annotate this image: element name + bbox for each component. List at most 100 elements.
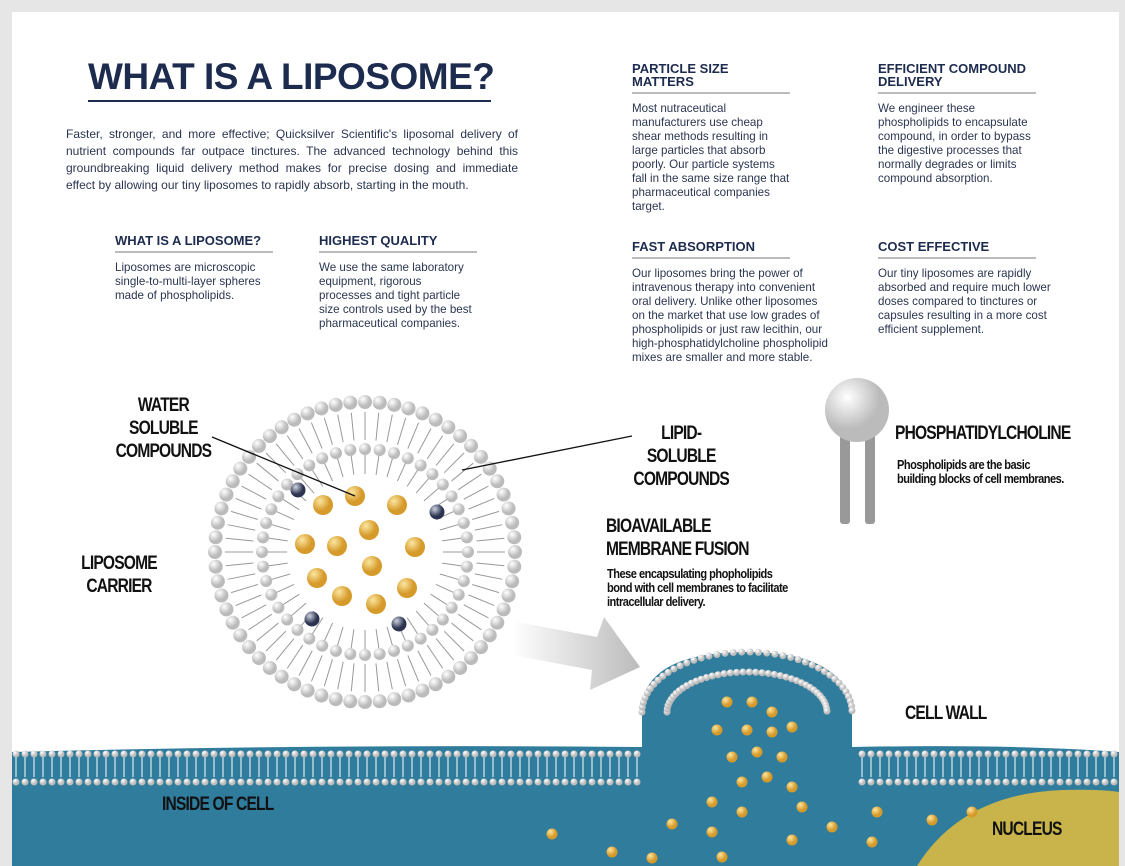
lipid-tail	[273, 510, 295, 521]
water-soluble-compound	[362, 556, 382, 576]
phospholipid-head	[417, 750, 425, 758]
phospholipid-head	[948, 778, 956, 786]
phospholipid-head	[93, 750, 101, 758]
phospholipid-head	[147, 750, 155, 758]
phospholipid-head	[273, 750, 281, 758]
phospholipid-head	[138, 750, 146, 758]
phospholipid-head	[12, 750, 20, 758]
phospholipid-head	[729, 649, 737, 657]
phospholipid-head	[192, 778, 200, 786]
phospholipid-head	[471, 750, 479, 758]
phospholipid-head	[39, 778, 47, 786]
phospholipid-head	[552, 750, 560, 758]
lipid-tail	[474, 524, 503, 531]
lipid-tail	[350, 412, 355, 441]
phospholipid-head	[265, 503, 278, 516]
phospholipid-head	[1065, 750, 1073, 758]
phospholipid-head	[210, 778, 218, 786]
phospholipid-head	[1074, 750, 1082, 758]
phospholipid-head	[489, 750, 497, 758]
section-cost-effective: COST EFFECTIVE Our tiny liposomes are ra…	[878, 240, 1068, 337]
phospholipid-head	[417, 778, 425, 786]
lipid-tail	[406, 617, 420, 637]
lipid-tail	[265, 562, 288, 567]
nutrient-particle	[746, 696, 758, 708]
phospholipid-head	[39, 750, 47, 758]
lipid-tail	[350, 629, 355, 652]
phospholipid-head	[876, 778, 884, 786]
label-liposome-carrier: LIPOSOME CARRIER	[81, 553, 158, 597]
pointer-line	[461, 435, 633, 471]
nutrient-particle	[866, 836, 878, 848]
phospholipid-head	[192, 750, 200, 758]
phospholipid-head	[219, 487, 234, 502]
lipid-tail	[265, 630, 287, 652]
phospholipid-head	[428, 412, 443, 427]
phospholipid-head	[388, 644, 401, 657]
lipid-tail	[397, 417, 407, 445]
phospholipid-head	[670, 665, 678, 673]
phospholipid-head	[165, 778, 173, 786]
phospholipid-head	[939, 750, 947, 758]
phospholipid-head	[21, 778, 29, 786]
phospholipid-head	[597, 778, 605, 786]
nutrient-particle	[646, 852, 658, 864]
nutrient-particle	[751, 746, 763, 758]
section-heading: COST EFFECTIVE	[878, 240, 1036, 259]
phospholipid-head	[426, 468, 439, 481]
lipid-tail	[230, 510, 258, 520]
lipid-tail	[439, 523, 462, 531]
phospholipid-head	[359, 443, 371, 455]
phospholipid-head	[225, 615, 240, 630]
phospholipid-head	[480, 778, 488, 786]
water-soluble-compound	[359, 520, 379, 540]
phospholipid-head	[314, 688, 329, 703]
lipid-tail	[275, 443, 295, 466]
phospholipid-head	[30, 778, 38, 786]
phospholipid-head	[318, 778, 326, 786]
phospholipid-head	[606, 778, 614, 786]
phospholipid-head	[260, 575, 273, 588]
lipid-tail	[457, 473, 482, 491]
phospholipid-head	[291, 778, 299, 786]
phospholipid-head	[444, 778, 452, 786]
phospholipid-head	[219, 778, 227, 786]
lipid-tail	[386, 626, 394, 649]
phospholipid-head	[508, 545, 522, 559]
phospholipid-head	[588, 750, 596, 758]
phospholipid-head	[782, 673, 790, 681]
nutrient-particle	[776, 751, 788, 763]
phospholipid-head	[462, 778, 470, 786]
phospholipid-head	[210, 574, 225, 589]
section-body: Most nutraceutical manufacturers use che…	[632, 102, 790, 213]
lipid-tail	[840, 432, 850, 524]
phospholipid-head	[1083, 778, 1091, 786]
phospholipid-head	[102, 778, 110, 786]
lipid-tail	[386, 455, 394, 478]
phospholipid-head	[659, 672, 667, 680]
nutrient-particle	[606, 846, 618, 858]
phospholipid-head	[183, 778, 191, 786]
phospholipid-head	[1047, 750, 1055, 758]
nutrient-particle	[706, 826, 718, 838]
phospholipid-head	[858, 750, 866, 758]
phospholipid-head	[457, 575, 470, 588]
section-heading: HIGHEST QUALITY	[319, 234, 477, 253]
lipid-tail	[227, 573, 256, 580]
lipid-tail	[336, 626, 344, 649]
phospholipid-head	[714, 671, 722, 679]
phospholipid-head	[399, 778, 407, 786]
phospholipid-head	[12, 778, 20, 786]
phospholipid-head	[210, 515, 225, 530]
nutrient-particle	[786, 721, 798, 733]
nutrient-particle	[721, 696, 733, 708]
page-title: WHAT IS A LIPOSOME?	[88, 56, 495, 102]
nutrient-particle	[926, 814, 938, 826]
lipid-tail	[468, 594, 495, 607]
phospholipid-head	[894, 778, 902, 786]
phospholipid-head	[300, 750, 308, 758]
water-soluble-compound	[313, 495, 333, 515]
intro-paragraph: Faster, stronger, and more effective; Qu…	[66, 127, 518, 192]
lipid-tail	[268, 523, 291, 531]
phospholipid-head	[273, 778, 281, 786]
